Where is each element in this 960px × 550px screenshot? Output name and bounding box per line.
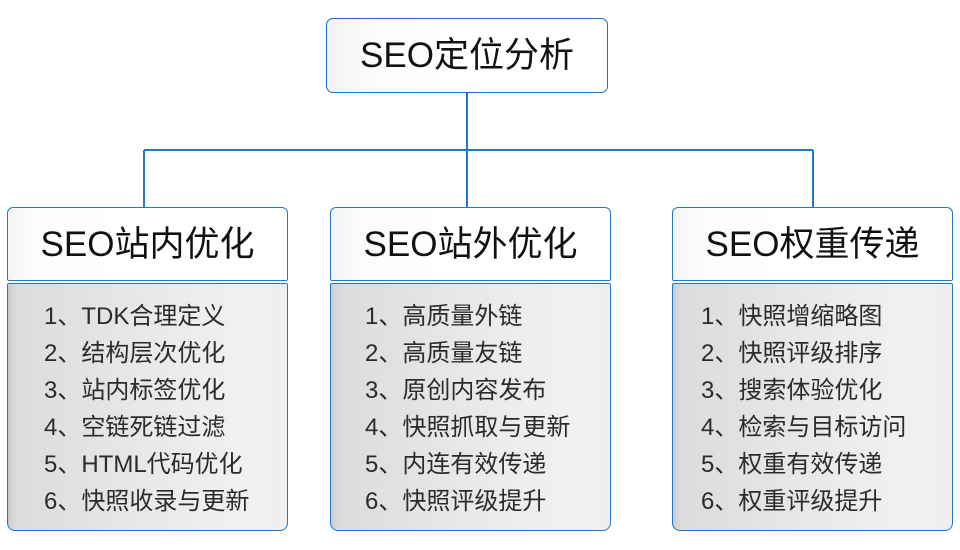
list-item: 1、TDK合理定义	[44, 303, 226, 330]
list-item: 2、结构层次优化	[44, 340, 226, 367]
branch-header-label-2: SEO站外优化	[363, 224, 578, 264]
branch-body-1: 1、TDK合理定义 2、结构层次优化 3、站内标签优化 4、空链死链过滤 5、H…	[7, 283, 288, 531]
branch-header-label-1: SEO站内优化	[40, 224, 255, 264]
branch-header-2[interactable]: SEO站外优化	[330, 207, 611, 281]
branch-header-3[interactable]: SEO权重传递	[672, 207, 953, 281]
branch-column-2: SEO站外优化 1、高质量外链 2、高质量友链 3、原创内容发布 4、快照抓取与…	[330, 207, 611, 531]
list-item: 4、快照抓取与更新	[365, 414, 571, 441]
list-item: 2、高质量友链	[365, 340, 523, 367]
list-item: 5、权重有效传递	[701, 451, 883, 478]
list-item: 4、空链死链过滤	[44, 414, 226, 441]
branch-column-1: SEO站内优化 1、TDK合理定义 2、结构层次优化 3、站内标签优化 4、空链…	[7, 207, 288, 531]
branch-body-2: 1、高质量外链 2、高质量友链 3、原创内容发布 4、快照抓取与更新 5、内连有…	[330, 283, 611, 531]
list-item: 6、权重评级提升	[701, 488, 883, 515]
branch-header-label-3: SEO权重传递	[705, 224, 920, 264]
root-node-label: SEO定位分析	[360, 36, 574, 75]
list-item: 5、内连有效传递	[365, 451, 547, 478]
list-item: 3、站内标签优化	[44, 377, 226, 404]
list-item: 3、搜索体验优化	[701, 377, 883, 404]
list-item: 1、高质量外链	[365, 303, 523, 330]
list-item: 6、快照收录与更新	[44, 488, 250, 515]
list-item: 4、检索与目标访问	[701, 414, 907, 441]
list-item: 6、快照评级提升	[365, 488, 547, 515]
list-item: 3、原创内容发布	[365, 377, 547, 404]
branch-header-1[interactable]: SEO站内优化	[7, 207, 288, 281]
branch-column-3: SEO权重传递 1、快照增缩略图 2、快照评级排序 3、搜索体验优化 4、检索与…	[672, 207, 953, 531]
list-item: 2、快照评级排序	[701, 340, 883, 367]
list-item: 5、HTML代码优化	[44, 451, 243, 478]
list-item: 1、快照增缩略图	[701, 303, 883, 330]
branch-body-3: 1、快照增缩略图 2、快照评级排序 3、搜索体验优化 4、检索与目标访问 5、权…	[672, 283, 953, 531]
root-node[interactable]: SEO定位分析	[326, 18, 608, 93]
